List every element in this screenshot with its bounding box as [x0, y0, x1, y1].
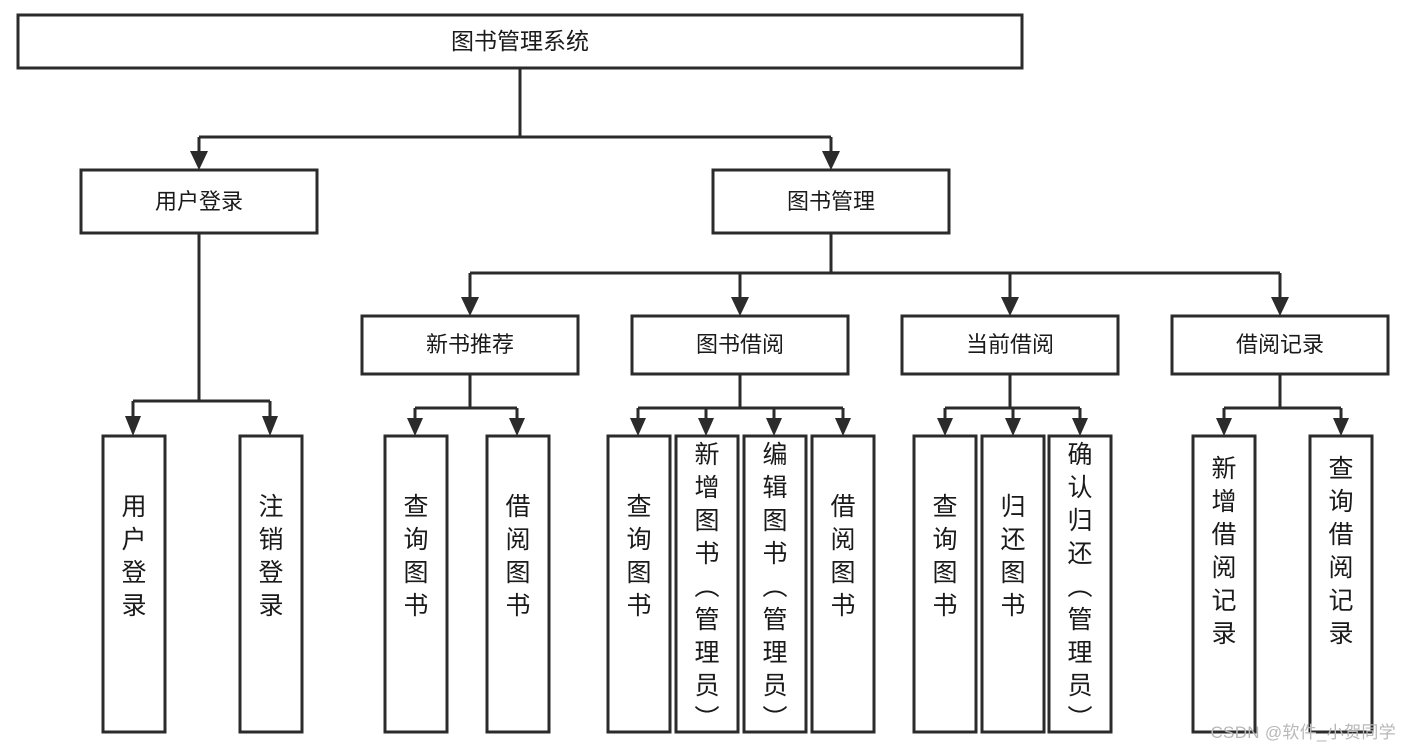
arrowhead-leaf-b4 — [835, 418, 851, 436]
leaf-node-user-login-1-box[interactable] — [101, 434, 167, 734]
leaf-node-book-borrow-2-box[interactable] — [674, 434, 740, 734]
leaf-node-book-borrow-2-label: 新增图书︵管理员︶ — [694, 441, 719, 733]
node-book-management[interactable]: 图书管理 — [711, 168, 951, 235]
connector-group-book-borrow-leaves — [630, 374, 851, 436]
leaf-node-book-borrow-1-box[interactable] — [606, 434, 672, 734]
arrowhead-leaf-u1 — [125, 416, 141, 436]
connector-group-book-mgmt — [461, 233, 1289, 316]
leaf-node-current-borrow-2-label: 归还图书 — [1000, 493, 1025, 620]
node-current-borrow[interactable]: 当前借阅 — [900, 314, 1120, 376]
leaf-node-current-borrow-2[interactable]: 归还图书 — [980, 434, 1046, 734]
node-book-management-label: 图书管理 — [787, 189, 875, 214]
node-root-label: 图书管理系统 — [451, 28, 589, 54]
node-new-book-recommend-box[interactable] — [360, 314, 580, 376]
leaf-node-new-book-2-label: 借阅图书 — [505, 493, 530, 620]
leaf-node-book-borrow-1[interactable]: 查询图书 — [606, 434, 672, 734]
arrowhead-leaf-c1 — [937, 418, 953, 436]
arrowhead-new-book-recommend — [461, 297, 479, 316]
leaf-node-book-borrow-4[interactable]: 借阅图书 — [810, 434, 876, 734]
node-new-book-recommend[interactable]: 新书推荐 — [360, 314, 580, 376]
node-user-login[interactable]: 用户登录 — [79, 168, 319, 235]
arrowhead-leaf-b2 — [698, 418, 714, 436]
leaf-node-book-borrow-3[interactable]: 编辑图书︵管理员︶ — [742, 434, 808, 734]
connector-group-new-book-leaves — [407, 374, 525, 436]
arrowhead-leaf-b1 — [630, 418, 646, 436]
arrowhead-leaf-b3 — [766, 418, 782, 436]
node-new-book-recommend-label: 新书推荐 — [426, 332, 514, 357]
leaf-node-borrow-record-1-label: 新增借阅记录 — [1211, 455, 1236, 648]
csdn-watermark: CSDN @软件_小贺同学 — [1210, 723, 1396, 742]
arrowhead-user-login — [190, 151, 208, 170]
node-book-borrow-box[interactable] — [630, 314, 850, 376]
leaf-node-current-borrow-3[interactable]: 确认归还︵管理员︶ — [1047, 434, 1113, 734]
leaf-node-book-borrow-3-label: 编辑图书︵管理员︶ — [762, 441, 787, 733]
connector-group-user-login-leaves — [125, 233, 278, 436]
arrowhead-leaf-r1 — [1216, 418, 1232, 436]
leaf-node-current-borrow-3-box[interactable] — [1047, 434, 1113, 734]
leaf-node-book-borrow-1-label: 查询图书 — [626, 493, 651, 620]
node-user-login-label: 用户登录 — [155, 189, 243, 214]
leaf-node-user-login-2[interactable]: 注销登录 — [238, 434, 304, 734]
arrowhead-leaf-r2 — [1333, 418, 1349, 436]
leaf-node-new-book-2-box[interactable] — [485, 434, 551, 734]
leaf-node-book-borrow-4-label: 借阅图书 — [830, 493, 855, 620]
leaf-node-book-borrow-3-box[interactable] — [742, 434, 808, 734]
connector-group-borrow-record-leaves — [1216, 374, 1349, 436]
arrowhead-leaf-n2 — [509, 418, 525, 436]
leaf-node-user-login-1[interactable]: 用户登录 — [101, 434, 167, 734]
arrowhead-leaf-c2 — [1005, 418, 1021, 436]
node-root-box[interactable] — [16, 13, 1024, 70]
leaf-node-borrow-record-2[interactable]: 查询借阅记录 — [1308, 434, 1374, 734]
node-borrow-record[interactable]: 借阅记录 — [1170, 314, 1390, 376]
node-user-login-box[interactable] — [79, 168, 319, 235]
arrowhead-book-borrow — [731, 297, 749, 316]
leaf-node-new-book-1-box[interactable] — [383, 434, 449, 734]
node-book-management-box[interactable] — [711, 168, 951, 235]
arrowhead-borrow-record — [1271, 297, 1289, 316]
connector-group-current-borrow-leaves — [937, 374, 1088, 436]
leaf-node-user-login-2-box[interactable] — [238, 434, 304, 734]
leaf-node-new-book-2[interactable]: 借阅图书 — [485, 434, 551, 734]
leaf-node-book-borrow-4-box[interactable] — [810, 434, 876, 734]
node-borrow-record-label: 借阅记录 — [1236, 332, 1324, 357]
arrowhead-leaf-c3 — [1072, 418, 1088, 436]
node-book-borrow-label: 图书借阅 — [696, 332, 784, 357]
arrowhead-leaf-n1 — [407, 418, 423, 436]
leaf-node-borrow-record-1-box[interactable] — [1191, 434, 1257, 734]
node-borrow-record-box[interactable] — [1170, 314, 1390, 376]
leaf-node-current-borrow-1-box[interactable] — [912, 434, 978, 734]
arrowhead-leaf-u2 — [262, 416, 278, 436]
node-current-borrow-box[interactable] — [900, 314, 1120, 376]
connector-group-root — [190, 68, 840, 170]
leaf-node-current-borrow-1[interactable]: 查询图书 — [912, 434, 978, 734]
leaf-node-book-borrow-2[interactable]: 新增图书︵管理员︶ — [674, 434, 740, 734]
leaf-node-borrow-record-2-label: 查询借阅记录 — [1328, 455, 1353, 648]
node-root[interactable]: 图书管理系统 — [16, 13, 1024, 70]
leaf-node-new-book-1-label: 查询图书 — [403, 493, 428, 620]
leaf-node-user-login-1-label: 用户登录 — [121, 493, 146, 620]
leaf-node-current-borrow-3-label: 确认归还︵管理员︶ — [1067, 441, 1092, 733]
node-book-borrow[interactable]: 图书借阅 — [630, 314, 850, 376]
leaf-node-user-login-2-label: 注销登录 — [258, 493, 283, 620]
leaf-node-current-borrow-1-label: 查询图书 — [932, 493, 957, 620]
arrowhead-book-mgmt — [822, 151, 840, 170]
leaf-node-new-book-1[interactable]: 查询图书 — [383, 434, 449, 734]
leaf-node-borrow-record-2-box[interactable] — [1308, 434, 1374, 734]
node-current-borrow-label: 当前借阅 — [966, 332, 1054, 357]
leaf-node-current-borrow-2-box[interactable] — [980, 434, 1046, 734]
arrowhead-current-borrow — [1001, 297, 1019, 316]
leaf-node-borrow-record-1[interactable]: 新增借阅记录 — [1191, 434, 1257, 734]
